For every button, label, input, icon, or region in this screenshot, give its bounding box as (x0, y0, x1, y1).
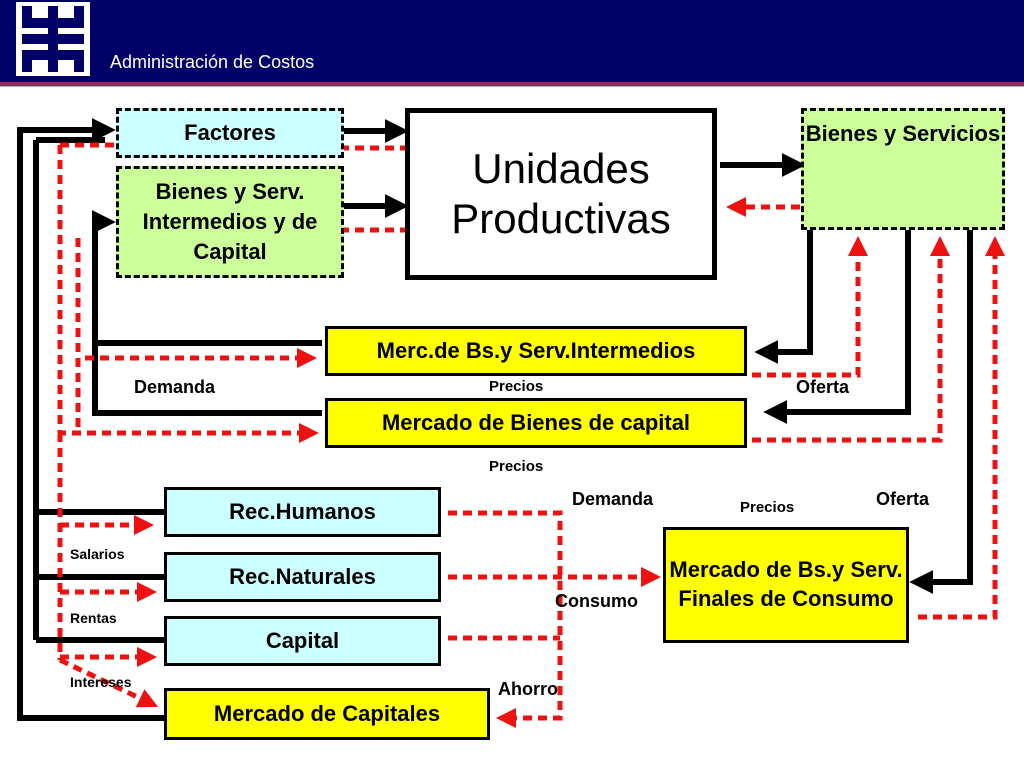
header-divider-thin (0, 86, 1024, 87)
mercado-capitales-label: Mercado de Capitales (213, 701, 441, 727)
oferta-label: Oferta (796, 377, 850, 397)
merc-finales-box: Mercado de Bs.y Serv. Finales de Consumo (663, 527, 909, 643)
unidades-productivas-box: Unidades Productivas (405, 108, 717, 280)
precios-label: Precios (740, 499, 795, 516)
salarios-label: Salarios (70, 546, 125, 562)
merc-capital-label: Mercado de Bienes de capital (381, 410, 691, 436)
bienes-serv-intermedios-box: Bienes y Serv. Intermedios y de Capital (116, 166, 344, 278)
merc-capital-box: Mercado de Bienes de capital (325, 398, 747, 448)
page-title: Administración de Costos (110, 52, 315, 72)
precios-label: Precios (489, 458, 544, 475)
bienes-servicios-label: Bienes y Servicios (805, 121, 1001, 146)
consumo-label: Consumo (555, 591, 638, 611)
ahorro-label: Ahorro (498, 679, 558, 699)
capital-label: Capital (265, 628, 340, 654)
bienes-servicios-box: Bienes y Servicios (801, 108, 1005, 230)
bienes-serv-intermedios-label: Bienes y Serv. Intermedios y de Capital (142, 179, 318, 264)
merc-intermedios-label: Merc.de Bs.y Serv.Intermedios (376, 338, 696, 364)
oferta-label: Oferta (876, 489, 930, 509)
header-divider (0, 82, 1024, 86)
rentas-label: Rentas (70, 610, 117, 626)
unidades-productivas-label: Unidades Productivas (451, 144, 671, 242)
rec-humanos-box: Rec.Humanos (164, 487, 441, 537)
header-bar: Administración de Costos (0, 0, 1024, 82)
rec-naturales-label: Rec.Naturales (229, 564, 376, 590)
merc-finales-label: Mercado de Bs.y Serv. Finales de Consumo (669, 557, 903, 611)
factores-label: Factores (184, 120, 276, 146)
merc-intermedios-box: Merc.de Bs.y Serv.Intermedios (325, 326, 747, 376)
capital-box: Capital (164, 616, 441, 666)
rec-naturales-box: Rec.Naturales (164, 552, 441, 602)
mercado-capitales-box: Mercado de Capitales (164, 688, 490, 740)
demanda-label: Demanda (134, 377, 216, 397)
precios-label: Precios (489, 378, 544, 395)
rec-humanos-label: Rec.Humanos (229, 499, 376, 525)
real-flows (17, 118, 973, 721)
intereses-label: Intereses (70, 674, 132, 690)
money-flows (57, 142, 1005, 728)
factores-box: Factores (116, 108, 344, 158)
demanda-label: Demanda (572, 489, 654, 509)
utn-logo-icon (16, 2, 90, 76)
